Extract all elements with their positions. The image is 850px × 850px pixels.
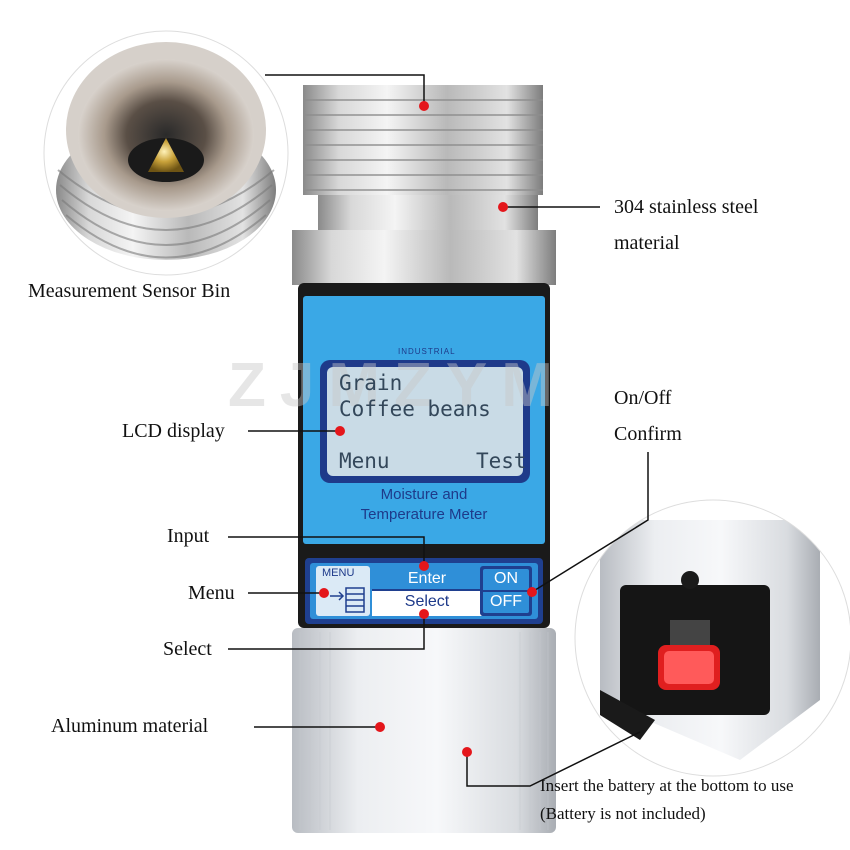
lcd-screen bbox=[327, 367, 523, 476]
label-battery-line-2: (Battery is not included) bbox=[540, 804, 706, 823]
enter-button[interactable]: Enter bbox=[407, 570, 447, 587]
leader-lines bbox=[228, 74, 649, 787]
label-aluminum: Aluminum material bbox=[51, 715, 209, 737]
label-confirm: Confirm bbox=[614, 423, 682, 445]
label-battery-line-1: Insert the battery at the bottom to use bbox=[540, 776, 794, 795]
label-lcd-display: LCD display bbox=[122, 420, 225, 442]
menu-list-icon bbox=[330, 587, 365, 613]
select-button[interactable]: Select bbox=[404, 593, 450, 610]
watermark: ZJMZYM bbox=[228, 351, 567, 420]
lcd-line-2: Coffee beans bbox=[339, 397, 491, 421]
battery-compartment-inset bbox=[575, 500, 850, 776]
label-input: Input bbox=[167, 525, 210, 547]
label-sensor-bin: Measurement Sensor Bin bbox=[28, 280, 231, 302]
menu-button[interactable]: MENU bbox=[322, 567, 355, 579]
sensor-bin-inset bbox=[44, 31, 288, 275]
label-menu: Menu bbox=[188, 582, 235, 604]
device-title-line-2: Temperature Meter bbox=[360, 506, 488, 523]
brand-small-text: INDUSTRIAL bbox=[398, 347, 456, 356]
callout-dots bbox=[319, 101, 537, 757]
label-steel-line-1: 304 stainless steel bbox=[614, 196, 759, 218]
device-title-line-1: Moisture and bbox=[380, 486, 468, 503]
label-steel-line-2: material bbox=[614, 232, 680, 254]
off-button[interactable]: OFF bbox=[490, 593, 522, 610]
label-onoff: On/Off bbox=[614, 387, 672, 409]
label-select: Select bbox=[163, 638, 212, 660]
on-button[interactable]: ON bbox=[494, 570, 518, 587]
lcd-softkey-menu: Menu bbox=[339, 449, 390, 473]
lcd-line-1: Grain bbox=[339, 371, 403, 395]
steel-threaded-top bbox=[292, 85, 556, 285]
menu-button-bg bbox=[316, 566, 370, 616]
lcd-softkey-test: Test bbox=[476, 449, 527, 473]
aluminum-base bbox=[292, 628, 556, 833]
